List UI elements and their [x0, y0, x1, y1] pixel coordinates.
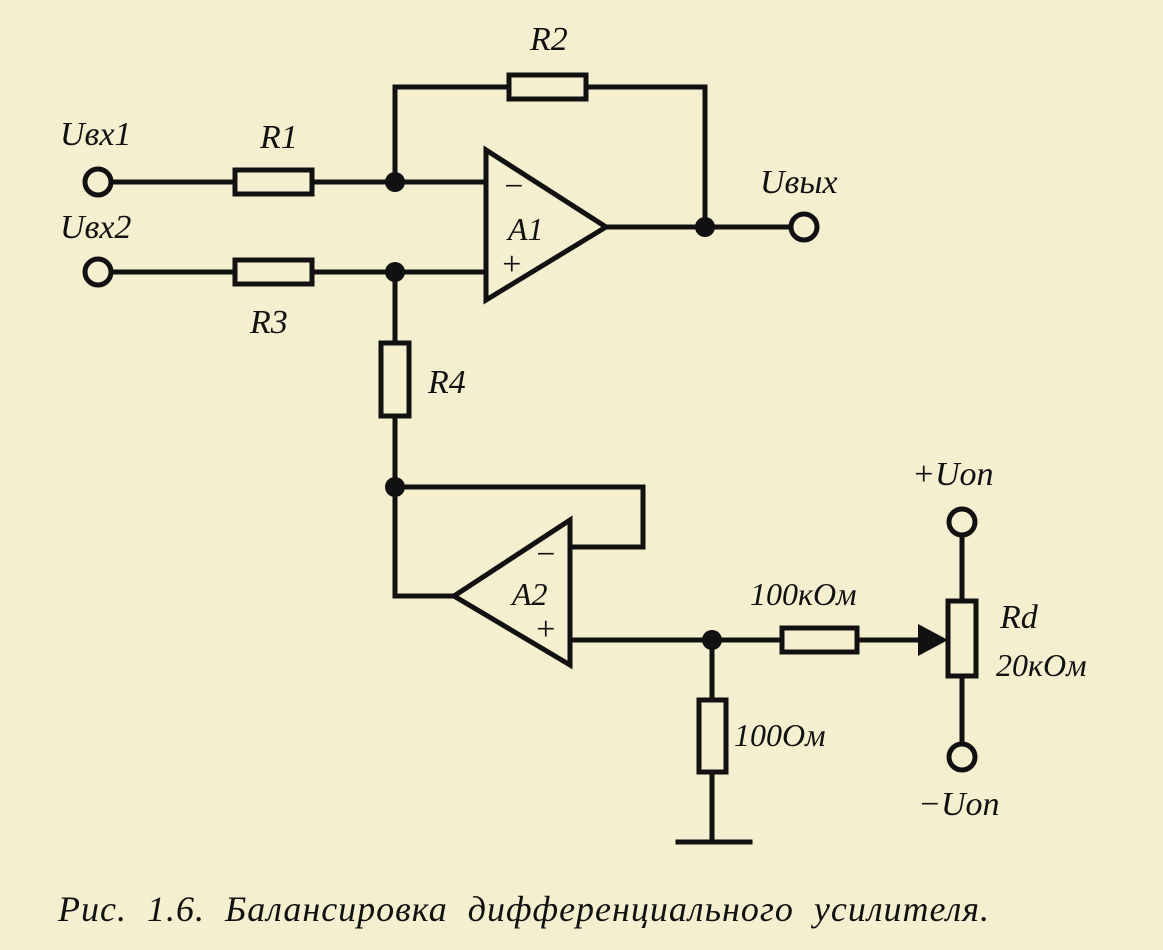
differential-amplifier-schematic: Uвх1 Uвх2 R1 R3 R2 R4 Uвых − + A1 − + A2…	[60, 21, 1087, 845]
label-100: 100Ом	[734, 717, 826, 753]
label-r1: R1	[259, 119, 298, 156]
label-rd-value: 20кОм	[996, 647, 1087, 683]
opamp-a1	[483, 145, 611, 305]
resistor-r2	[506, 72, 589, 102]
label-uin1: Uвх1	[60, 116, 131, 153]
junction-nodes	[385, 172, 722, 650]
label-vpos: +Uоп	[912, 456, 994, 493]
resistor-r1	[232, 167, 315, 197]
label-rd: Rd	[999, 599, 1039, 636]
figure-caption: Рис. 1.6. Балансировка дифференциального…	[58, 889, 991, 929]
label-uout: Uвых	[760, 164, 837, 201]
terminal-vpos	[946, 506, 978, 538]
label-uin2: Uвх2	[60, 209, 131, 246]
terminal-uin2	[82, 256, 114, 288]
wiper-arrow-icon	[918, 624, 948, 656]
terminal-uin1	[82, 166, 114, 198]
label-a1: A1	[506, 211, 544, 247]
resistor-r4	[378, 340, 412, 419]
resistor-r3	[232, 257, 315, 287]
label-100k: 100кОм	[750, 576, 857, 612]
a2-noninverting-sign: +	[534, 611, 557, 648]
label-vneg: −Uоп	[918, 786, 1000, 823]
label-r2: R2	[529, 21, 568, 58]
wires	[109, 84, 965, 845]
terminal-vneg	[946, 741, 978, 773]
resistor-100	[696, 697, 729, 775]
label-a2: A2	[510, 576, 548, 612]
label-r3: R3	[249, 304, 288, 341]
a1-inverting-sign: −	[502, 168, 525, 205]
terminal-uout	[788, 211, 820, 243]
potentiometer-rd	[945, 598, 979, 679]
a2-inverting-sign: −	[534, 536, 557, 573]
resistor-100k	[779, 625, 860, 655]
label-r4: R4	[427, 364, 466, 401]
a1-noninverting-sign: +	[500, 246, 523, 283]
opamp-a2	[449, 515, 573, 670]
